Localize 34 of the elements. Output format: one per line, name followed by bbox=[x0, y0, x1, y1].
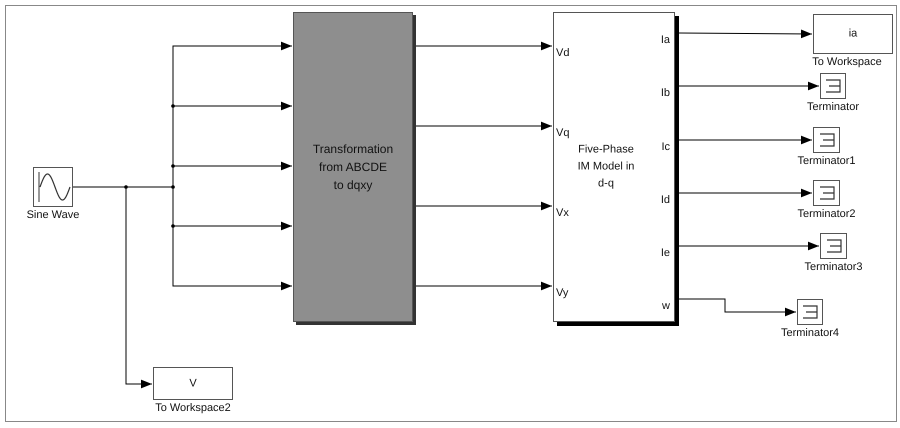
block-text: V bbox=[189, 377, 197, 390]
port-label: w bbox=[662, 300, 670, 313]
signal-arrow bbox=[416, 282, 552, 290]
signal-arrow bbox=[678, 82, 820, 90]
port-label: Ib bbox=[660, 87, 670, 100]
signal-arrow bbox=[416, 122, 552, 130]
block-label: Terminator4 bbox=[780, 327, 840, 340]
port-label: Id bbox=[660, 194, 670, 207]
signal-arrow bbox=[678, 298, 796, 316]
port-label: Vq bbox=[556, 127, 570, 140]
block-label: Sine Wave bbox=[26, 209, 80, 222]
signal-arrow bbox=[416, 202, 552, 210]
port-label: Ie bbox=[660, 247, 670, 260]
block-text: ia bbox=[848, 28, 858, 40]
block-label: To Workspace bbox=[811, 56, 883, 69]
signal-arrow bbox=[72, 186, 152, 388]
block-label: Terminator bbox=[806, 101, 860, 114]
block-label: To Workspace2 bbox=[154, 402, 232, 415]
block-label: Terminator1 bbox=[796, 155, 857, 168]
block bbox=[293, 12, 413, 322]
block-label: Terminator2 bbox=[796, 208, 857, 221]
signal-arrow bbox=[416, 42, 552, 50]
block-text: Five-Phase IM Model in d-q bbox=[578, 142, 634, 192]
signal-arrow bbox=[678, 136, 812, 144]
signal-arrow bbox=[678, 242, 820, 250]
block-text: Transformation from ABCDE to dqxy bbox=[312, 141, 394, 194]
signal-arrow bbox=[678, 30, 812, 38]
port-label: Ia bbox=[660, 34, 670, 47]
port-label: Vd bbox=[556, 47, 570, 60]
port-label: Vy bbox=[556, 287, 568, 300]
port-label: Vx bbox=[556, 207, 569, 220]
port-label: Ic bbox=[661, 141, 670, 154]
block-label: Terminator3 bbox=[803, 261, 864, 274]
signal-arrow bbox=[678, 188, 812, 198]
